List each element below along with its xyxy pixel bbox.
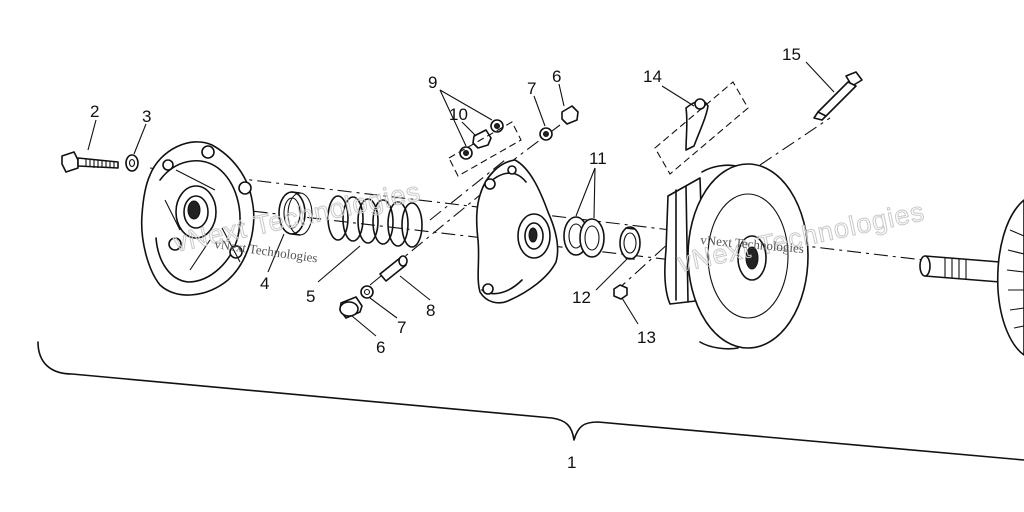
part-6-roller-upper xyxy=(561,105,579,125)
callout-14: 14 xyxy=(643,67,662,86)
callout-9: 9 xyxy=(428,73,437,92)
callout-8: 8 xyxy=(426,301,435,320)
cover-plate xyxy=(140,141,255,296)
fixed-sheave-shaft xyxy=(919,199,1024,356)
part-14-weight-arm xyxy=(654,81,749,175)
callout-4: 4 xyxy=(260,274,269,293)
callout-6b: 6 xyxy=(376,338,385,357)
leader-lines xyxy=(87,61,835,337)
callout-3: 3 xyxy=(142,107,151,126)
part-4-bushing xyxy=(278,191,313,236)
callout-7b: 7 xyxy=(397,318,406,337)
callout-7a: 7 xyxy=(527,79,536,98)
part-7-washer-lower xyxy=(360,285,374,299)
callout-2: 2 xyxy=(90,102,99,121)
part-13-nut xyxy=(613,284,628,300)
part-11-shims xyxy=(563,216,605,258)
callout-labels: 2 3 4 5 6 7 8 9 10 7 6 11 12 13 14 15 1 xyxy=(90,45,801,472)
dashed-detail-box-9-10 xyxy=(448,121,522,177)
callout-15: 15 xyxy=(782,45,801,64)
part-6-roller-lower xyxy=(339,296,363,319)
moveable-sheave xyxy=(664,163,809,350)
part-9-nuts xyxy=(459,119,504,160)
part-3-washer xyxy=(125,154,139,172)
part-7-washer-upper xyxy=(539,127,553,141)
spider-hub xyxy=(475,159,559,304)
part-12-bushing xyxy=(619,226,641,260)
callout-13: 13 xyxy=(637,328,656,347)
assembly-brace xyxy=(37,341,1024,461)
callout-6a: 6 xyxy=(552,67,561,86)
callout-12: 12 xyxy=(572,288,591,307)
part-15-bolt xyxy=(813,71,863,121)
part-8-pin xyxy=(379,255,408,282)
callout-11: 11 xyxy=(589,149,607,168)
part-2-bolt xyxy=(61,151,119,173)
callout-10: 10 xyxy=(449,105,468,124)
callout-1: 1 xyxy=(567,453,576,472)
part-5-spring xyxy=(327,195,423,248)
callout-5: 5 xyxy=(306,287,315,306)
